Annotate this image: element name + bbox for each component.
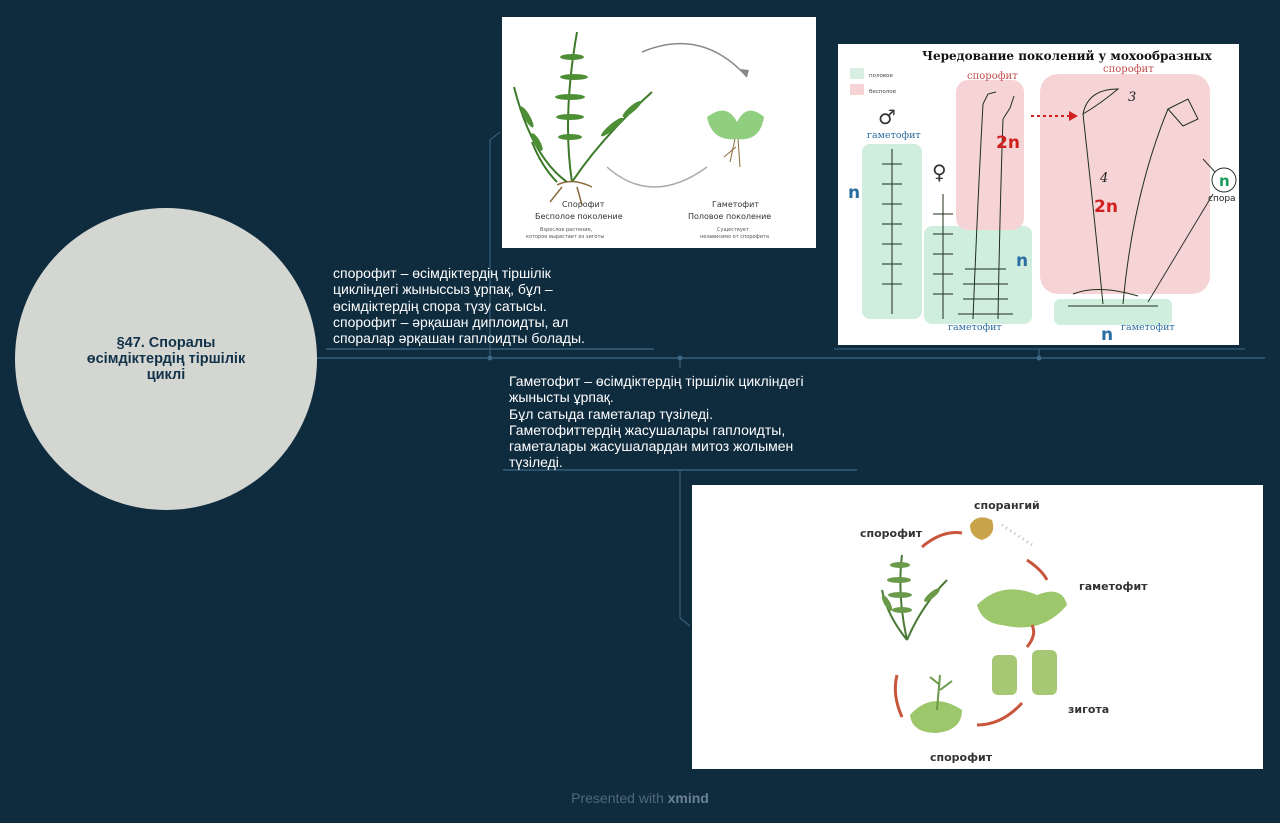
label-haploid: n bbox=[1219, 172, 1230, 190]
cycle-arrow bbox=[976, 701, 1024, 727]
cycle-arrow bbox=[893, 674, 904, 718]
label-sporophyte: спорофит bbox=[860, 527, 923, 540]
caption: независимо от спорофита bbox=[700, 234, 769, 240]
label-haploid: n bbox=[1016, 251, 1028, 271]
sporangium-icon bbox=[970, 517, 994, 540]
topic-line: жынысты ұрпақ. bbox=[509, 389, 614, 406]
legend-swatch-sexual bbox=[850, 68, 864, 79]
fern-cycle-image[interactable]: Спорофит Бесполое поколение Взрослое рас… bbox=[502, 17, 816, 248]
cycle-arrow bbox=[606, 166, 708, 188]
label-haploid: n bbox=[848, 183, 860, 203]
caption: Бесполое поколение bbox=[535, 212, 623, 221]
prothallus-icon bbox=[977, 589, 1067, 628]
junction-dot bbox=[487, 355, 493, 361]
sporophyte-topic[interactable]: спорофит – өсімдіктердің тіршілік циклiн… bbox=[333, 265, 585, 346]
topic-line: циклiндегі жыныссыз ұрпақ, бұл – bbox=[333, 281, 553, 298]
label-number: 3 bbox=[1128, 90, 1136, 105]
cycle-arrow bbox=[641, 42, 748, 78]
fern-leaflets bbox=[520, 54, 642, 151]
caption: которое вырастает из зиготы bbox=[526, 234, 604, 240]
legend-swatch-asexual bbox=[850, 84, 864, 95]
label-gametophyte: гаметофит bbox=[1121, 322, 1175, 333]
topic-line: спорофит – әрқашан диплоидты, ал bbox=[333, 313, 569, 330]
footer-prefix: Presented with bbox=[571, 790, 664, 806]
connector-image3 bbox=[679, 470, 691, 627]
label-sporophyte: спорофит bbox=[930, 751, 993, 764]
topic-line: споралар әрқашан гаплоидты болады. bbox=[333, 330, 585, 347]
fern-lifecycle-drawing: спорангий спорофит гаметофит зигота спор… bbox=[860, 499, 1148, 764]
roots-icon bbox=[549, 180, 593, 206]
young-frond-icon bbox=[929, 674, 953, 711]
female-symbol-icon: ♀ bbox=[932, 160, 947, 184]
spores-dots bbox=[1001, 523, 1033, 547]
arrow-line bbox=[1202, 158, 1216, 173]
caption: Взрослое растение, bbox=[540, 227, 593, 233]
moss-alternation-image[interactable]: Чередование поколений у мохообразных пол… bbox=[838, 44, 1239, 345]
arrowhead-icon bbox=[740, 69, 749, 77]
prothallus-icon bbox=[707, 110, 764, 168]
root-title-line: циклі bbox=[146, 367, 186, 383]
label-sporangium: спорангий bbox=[974, 499, 1040, 512]
label-zygote: зигота bbox=[1068, 703, 1109, 716]
diagram-title: Чередование поколений у мохообразных bbox=[922, 49, 1213, 63]
topic-line: өсімдіктердің спора түзу сатысы. bbox=[333, 297, 547, 314]
sporophyte-region bbox=[956, 80, 1024, 230]
arrowhead-icon bbox=[1069, 111, 1078, 121]
topic-line: Бұл сатыда гаметалар түзіледі. bbox=[509, 405, 714, 422]
label-gametophyte: гаметофит bbox=[867, 130, 921, 141]
root-topic[interactable]: §47. Споралы өсімдіктердің тіршілік цикл… bbox=[15, 208, 317, 510]
sporophyte-region bbox=[1040, 74, 1210, 294]
junction-dot bbox=[677, 355, 683, 361]
topic-line: спорофит – өсімдіктердің тіршілік bbox=[333, 265, 551, 281]
male-symbol-icon: ♂ bbox=[878, 105, 896, 129]
moss-alternation-drawing: Чередование поколений у мохообразных пол… bbox=[848, 49, 1237, 345]
junction-dot bbox=[1036, 355, 1042, 361]
young-sporophyte-icon bbox=[910, 701, 962, 733]
label-sporophyte: спорофит bbox=[967, 71, 1018, 82]
fern-lifecycle-image[interactable]: спорангий спорофит гаметофит зигота спор… bbox=[692, 485, 1263, 769]
gametangia-icon bbox=[1032, 650, 1057, 695]
label-spore: спора bbox=[1208, 194, 1236, 204]
caption: Существует bbox=[717, 227, 749, 233]
topic-line: Гаметофит – өсімдіктердің тіршілік циклi… bbox=[509, 373, 804, 389]
legend-label: бесполое bbox=[869, 89, 897, 95]
label-number: 4 bbox=[1099, 171, 1108, 186]
topic-line: гаметалары жасушалардан митоз жолымен bbox=[509, 438, 794, 455]
cycle-arrow bbox=[1025, 624, 1036, 648]
moss-plants bbox=[882, 88, 1199, 320]
fern-cycle-drawing: Спорофит Бесполое поколение Взрослое рас… bbox=[513, 31, 771, 240]
gametophyte-topic[interactable]: Гаметофит – өсімдіктердің тіршілік циклi… bbox=[509, 373, 804, 471]
label-gametophyte: гаметофит bbox=[948, 322, 1002, 333]
legend-label: половое bbox=[869, 73, 893, 79]
label-sporophyte: спорофит bbox=[1103, 64, 1154, 75]
root-topic-title: §47. Споралы өсімдіктердің тіршілік цикл… bbox=[76, 335, 256, 383]
xmind-logo: xmind bbox=[667, 790, 709, 806]
topic-line: түзіледі. bbox=[509, 454, 563, 471]
gametangia-icon bbox=[992, 655, 1017, 695]
root-title-line: §47. Споралы bbox=[116, 335, 216, 351]
caption: Половое поколение bbox=[688, 212, 771, 221]
cycle-arrow bbox=[921, 531, 963, 549]
fern-sporophyte-icon bbox=[881, 554, 948, 641]
label-gametophyte: гаметофит bbox=[1079, 580, 1148, 593]
cycle-arrow bbox=[1026, 558, 1049, 581]
label-diploid: 2n bbox=[996, 133, 1020, 153]
fern-leaflets bbox=[881, 562, 940, 613]
topic-line: Гаметофиттердің жасушалары гаплоидты, bbox=[509, 421, 786, 438]
connector-image1 bbox=[489, 131, 501, 358]
label-haploid: n bbox=[1101, 325, 1113, 345]
arrow-line bbox=[1147, 193, 1214, 303]
root-title-line: өсімдіктердің тіршілік bbox=[86, 351, 246, 367]
footer-branding[interactable]: Presented with xmind bbox=[0, 790, 1280, 806]
caption: Спорофит bbox=[562, 200, 605, 209]
spore-circle bbox=[1211, 167, 1237, 193]
label-diploid: 2n bbox=[1094, 197, 1118, 217]
gametophyte-region bbox=[924, 226, 1032, 324]
caption: Гаметофит bbox=[712, 200, 759, 209]
